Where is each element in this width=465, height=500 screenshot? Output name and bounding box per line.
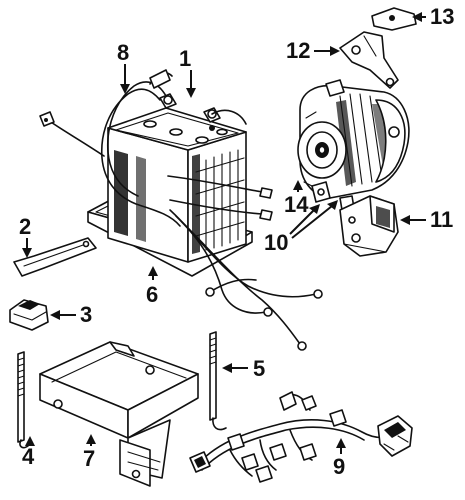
leader-line xyxy=(291,205,333,239)
mount-plate xyxy=(371,7,417,31)
leader-arrow-icon xyxy=(50,310,60,320)
leader-arrow-icon xyxy=(400,215,410,225)
callout-label: 10 xyxy=(264,230,288,255)
leader-arrow-icon xyxy=(330,46,340,56)
alternator-mount xyxy=(339,195,399,257)
callout-7: 7 xyxy=(83,434,96,471)
callout-label: 12 xyxy=(286,38,310,63)
callout-label: 8 xyxy=(117,40,129,65)
leader-arrow-icon xyxy=(412,12,422,22)
leader-arrow-icon xyxy=(327,200,338,210)
leader-arrow-icon xyxy=(336,438,346,448)
callout-5: 5 xyxy=(222,356,265,381)
leader-arrow-icon xyxy=(309,204,320,214)
leader-arrow-icon xyxy=(222,363,232,373)
terminal-cover xyxy=(9,299,49,331)
leader-line xyxy=(289,209,315,235)
alternator-bracket xyxy=(339,31,399,89)
callout-label: 5 xyxy=(253,356,265,381)
callout-1: 1 xyxy=(179,46,196,98)
callout-label: 3 xyxy=(80,302,92,327)
battery xyxy=(107,93,247,263)
callout-8: 8 xyxy=(117,40,130,94)
callout-label: 11 xyxy=(430,207,453,232)
callout-6: 6 xyxy=(146,266,158,307)
callout-3: 3 xyxy=(50,302,92,327)
hold-down-bar xyxy=(13,237,97,277)
callout-11: 11 xyxy=(400,207,453,232)
callout-4: 4 xyxy=(22,436,35,469)
callout-10: 10 xyxy=(264,200,338,255)
callout-label: 7 xyxy=(83,446,95,471)
leader-arrow-icon xyxy=(186,88,196,98)
wiring-harness xyxy=(189,391,413,483)
callout-label: 2 xyxy=(19,214,31,239)
callout-13: 13 xyxy=(412,4,454,29)
callout-label: 4 xyxy=(22,444,35,469)
leader-arrow-icon xyxy=(22,248,32,258)
alternator xyxy=(297,79,410,211)
callout-label: 9 xyxy=(333,454,345,479)
callout-label: 13 xyxy=(430,4,454,29)
leader-arrow-icon xyxy=(86,434,96,444)
battery-tray xyxy=(39,341,199,487)
leader-arrow-icon xyxy=(120,84,130,94)
callout-9: 9 xyxy=(333,438,346,479)
callout-12: 12 xyxy=(286,38,340,63)
callout-label: 1 xyxy=(179,46,191,71)
callout-2: 2 xyxy=(19,214,32,258)
tray-bolt xyxy=(17,351,29,449)
hold-down-rod xyxy=(209,331,227,431)
callout-label: 14 xyxy=(284,192,309,217)
leader-arrow-icon xyxy=(293,180,303,190)
callout-label: 6 xyxy=(146,282,158,307)
callout-14: 14 xyxy=(284,180,309,217)
leader-arrow-icon xyxy=(25,436,35,446)
battery-cables xyxy=(39,69,323,351)
leader-arrow-icon xyxy=(148,266,158,276)
